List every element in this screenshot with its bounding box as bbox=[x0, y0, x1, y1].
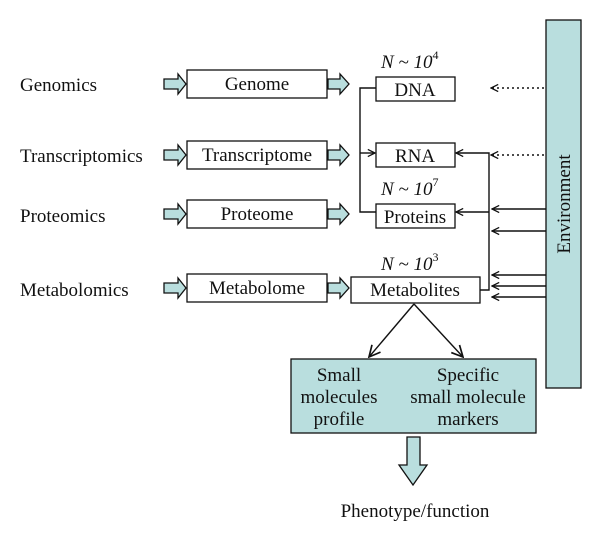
label-metabolomics: Metabolomics bbox=[20, 280, 129, 301]
label-proteomics: Proteomics bbox=[20, 206, 106, 227]
block-arrow-genome-out bbox=[327, 72, 350, 96]
box-transcriptome bbox=[186, 140, 328, 170]
block-arrow-metabolomics bbox=[163, 276, 187, 300]
arrow-to-profile bbox=[369, 303, 415, 357]
markers-line-2: small molecule bbox=[410, 387, 526, 408]
box-metabolome-label: Metabolome bbox=[209, 278, 305, 299]
profile-line-2: molecules bbox=[300, 387, 377, 408]
box-metabolites-label: Metabolites bbox=[370, 280, 460, 301]
environment-label: Environment bbox=[554, 154, 575, 254]
feedback-to-rna bbox=[456, 153, 490, 291]
box-proteome-label: Proteome bbox=[221, 204, 294, 225]
box-metabolome bbox=[186, 273, 328, 303]
block-arrow-genomics bbox=[163, 72, 187, 96]
box-dna bbox=[375, 76, 456, 102]
markers-box bbox=[290, 358, 537, 434]
markers-line-1: Specific bbox=[437, 365, 499, 386]
label-transcriptomics: Transcriptomics bbox=[20, 146, 143, 167]
box-genome bbox=[186, 69, 328, 99]
block-arrow-proteome-out bbox=[327, 202, 350, 226]
markers-line-3: markers bbox=[437, 409, 498, 430]
block-arrow-transcriptome-out bbox=[327, 143, 350, 167]
profile-line-1: Small bbox=[317, 365, 361, 386]
box-proteins bbox=[375, 203, 456, 229]
block-arrow-metabolome-out bbox=[327, 276, 350, 300]
block-arrow-proteomics bbox=[163, 202, 187, 226]
box-rna-label: RNA bbox=[395, 146, 435, 167]
box-metabolites bbox=[350, 276, 481, 304]
arrow-to-markers bbox=[413, 303, 463, 357]
box-dna-label: DNA bbox=[394, 80, 435, 101]
block-arrow-transcriptomics bbox=[163, 143, 187, 167]
label-genomics: Genomics bbox=[20, 75, 97, 96]
box-transcriptome-label: Transcriptome bbox=[202, 145, 312, 166]
count-proteins: N ~ 107 bbox=[380, 175, 438, 200]
box-proteome bbox=[186, 199, 328, 229]
box-rna bbox=[375, 142, 456, 168]
count-dna: N ~ 104 bbox=[380, 48, 438, 73]
box-proteins-label: Proteins bbox=[384, 207, 446, 228]
box-genome-label: Genome bbox=[225, 74, 289, 95]
environment-panel bbox=[545, 19, 582, 389]
count-metabolites: N ~ 103 bbox=[380, 250, 438, 275]
phenotype-label: Phenotype/function bbox=[341, 501, 490, 522]
block-arrow-down bbox=[397, 436, 429, 487]
profile-line-3: profile bbox=[314, 409, 365, 430]
dogma-bracket bbox=[359, 87, 376, 213]
